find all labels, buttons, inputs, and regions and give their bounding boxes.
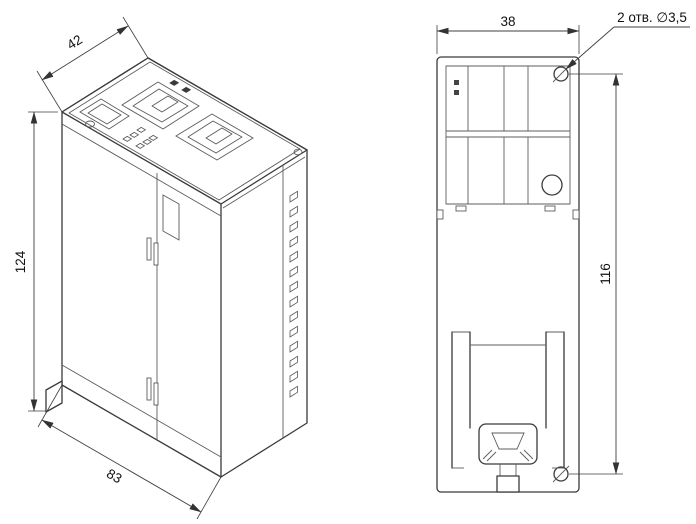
mounting-hole-bottom [552, 465, 570, 483]
dim-label-38: 38 [500, 14, 515, 29]
side-notch-left [436, 209, 444, 220]
holes-note-label: 2 отв. ∅3,5 [617, 10, 687, 25]
dim-label-83: 83 [104, 466, 125, 487]
side-notch-right [572, 209, 580, 220]
dimension-width-38: 38 [436, 14, 580, 54]
dimension-height-124: 124 [13, 111, 58, 412]
case-screw-right [293, 148, 303, 156]
dimension-depth-83: 83 [37, 384, 222, 520]
din-rail-tab [45, 380, 63, 413]
case-screw-left [85, 120, 95, 128]
terminal-block-pattern [445, 65, 571, 212]
cable-hole [541, 174, 563, 196]
isometric-view: 42 124 83 [13, 16, 308, 520]
dim-label-116: 116 [598, 263, 613, 285]
dim-label-42: 42 [64, 32, 85, 53]
din-rail-latch [451, 331, 565, 493]
dimension-width-42: 42 [36, 16, 149, 113]
dimension-hole-spacing-116: 116 [569, 73, 623, 475]
ethernet-port-2 [175, 113, 254, 161]
ethernet-port-1 [121, 81, 200, 130]
dim-label-124: 124 [13, 250, 28, 273]
rear-view: 38 116 2 отв. ∅3,5 [436, 10, 690, 493]
side-face-details [222, 156, 306, 438]
power-connector [79, 98, 130, 130]
holes-annotation: 2 отв. ∅3,5 [565, 10, 690, 70]
